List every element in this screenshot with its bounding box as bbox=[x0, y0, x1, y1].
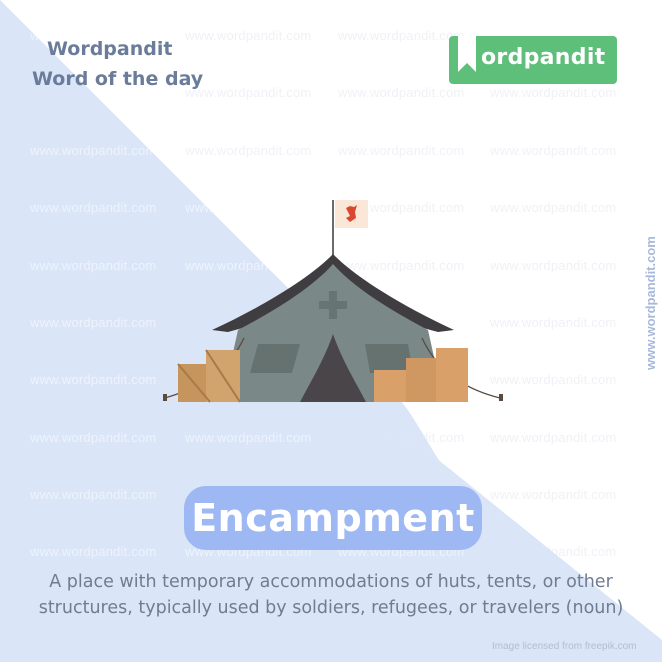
definition-line-2: structures, typically used by soldiers, … bbox=[38, 598, 624, 618]
hand-print-icon bbox=[346, 205, 357, 222]
word-title: Encampment bbox=[191, 496, 475, 540]
wordpandit-logo[interactable]: ordpandit bbox=[449, 36, 617, 84]
image-credit: Image licensed from freepik.com bbox=[492, 641, 637, 652]
logo-text: ordpandit bbox=[481, 45, 606, 70]
tent-illustration bbox=[163, 200, 503, 403]
side-url: www.wordpandit.com bbox=[643, 236, 658, 370]
brand-subtitle: Word of the day bbox=[32, 68, 204, 90]
definition-line-1: A place with temporary accommodations of… bbox=[49, 572, 613, 592]
bookmark-w-icon bbox=[458, 36, 476, 72]
brand-title: Wordpandit bbox=[47, 38, 173, 60]
word-pill: Encampment bbox=[184, 486, 482, 550]
definition: A place with temporary accommodations of… bbox=[20, 569, 642, 621]
